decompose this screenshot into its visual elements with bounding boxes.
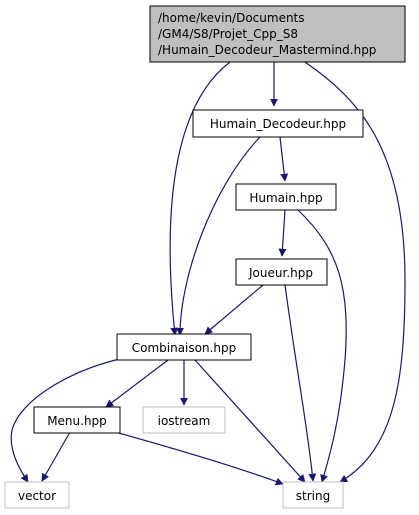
node-humain-decodeur-label: Humain_Decodeur.hpp: [210, 117, 346, 131]
edge-menu-to-vector: [41, 431, 71, 482]
node-humain[interactable]: Humain.hpp: [235, 183, 337, 211]
node-combinaison[interactable]: Combinaison.hpp: [116, 333, 252, 361]
edges: [10, 61, 406, 486]
node-humain-decodeur[interactable]: Humain_Decodeur.hpp: [192, 109, 364, 138]
node-root-line-1: /home/kevin/Documents: [158, 11, 305, 25]
edge-combinaison-to-menu: [105, 359, 169, 408]
edge-combinaison-to-string: [194, 359, 306, 483]
node-joueur-label: Joueur.hpp: [248, 266, 313, 280]
edge-humain-decodeur-to-combinaison: [176, 136, 261, 336]
node-iostream: iostream: [142, 406, 226, 434]
node-root-header: /home/kevin/Documents /GM4/S8/Projet_Cpp…: [149, 5, 406, 63]
edge-combinaison-to-vector: [10, 357, 125, 483]
node-humain-label: Humain.hpp: [249, 191, 322, 205]
node-string: string: [282, 481, 344, 509]
edge-humain-decodeur-to-humain: [279, 136, 289, 182]
node-vector: vector: [4, 481, 70, 509]
node-iostream-label: iostream: [158, 414, 211, 428]
edge-joueur-to-combinaison: [204, 284, 264, 335]
node-string-label: string: [296, 489, 330, 503]
node-joueur[interactable]: Joueur.hpp: [235, 258, 328, 286]
node-combinaison-label: Combinaison.hpp: [132, 341, 237, 355]
node-menu-label: Menu.hpp: [47, 414, 107, 428]
edge-menu-to-string: [114, 431, 284, 486]
node-menu[interactable]: Menu.hpp: [33, 406, 121, 434]
node-vector-label: vector: [18, 489, 56, 503]
node-root-line-3: /Humain_Decodeur_Mastermind.hpp: [158, 43, 376, 57]
node-root-line-2: /GM4/S8/Projet_Cpp_S8: [158, 27, 298, 41]
edge-humain-to-joueur: [278, 209, 287, 257]
edge-joueur-to-string: [284, 284, 317, 482]
edge-humain-to-string: [297, 209, 347, 483]
edge-root-to-string: [304, 61, 406, 483]
edge-root-to-combinaison: [169, 61, 231, 336]
